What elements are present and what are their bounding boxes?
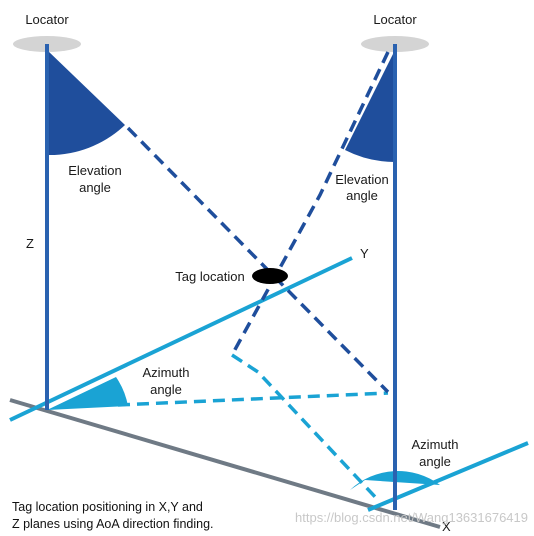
elevation-left-label-2: angle	[79, 180, 111, 195]
tag-location-label: Tag location	[175, 269, 244, 284]
azimuth-left-label-1: Azimuth	[143, 365, 190, 380]
azimuth-left-label-2: angle	[150, 382, 182, 397]
azimuth-left-wedge	[47, 377, 128, 410]
elevation-left-label-1: Elevation	[68, 163, 121, 178]
caption-line-2: Z planes using AoA direction finding.	[12, 517, 214, 531]
elevation-left-dashed	[126, 126, 390, 394]
caption-line-1: Tag location positioning in X,Y and	[12, 500, 203, 514]
tag-marker	[252, 268, 288, 284]
x-axis-line	[9, 398, 441, 529]
elevation-left-wedge	[47, 50, 125, 156]
elevation-right-label-2: angle	[346, 188, 378, 203]
azimuth-right-label-1: Azimuth	[412, 437, 459, 452]
axis-x-label: X	[442, 519, 451, 534]
elevation-right-dashed	[230, 51, 390, 356]
azimuth-left-dashed	[117, 391, 389, 407]
watermark-text: https://blog.csdn.net/Wang13631676419	[295, 510, 528, 525]
axis-z-label: Z	[26, 236, 34, 251]
locator-left-label: Locator	[25, 12, 69, 27]
azimuth-right-dashed	[231, 353, 380, 502]
locator-right-label: Locator	[373, 12, 417, 27]
y-axis-line	[9, 256, 353, 422]
azimuth-right-label-2: angle	[419, 454, 451, 469]
elevation-right-wedge	[345, 50, 395, 162]
axis-y-label: Y	[360, 246, 369, 261]
elevation-right-label-1: Elevation	[335, 172, 388, 187]
